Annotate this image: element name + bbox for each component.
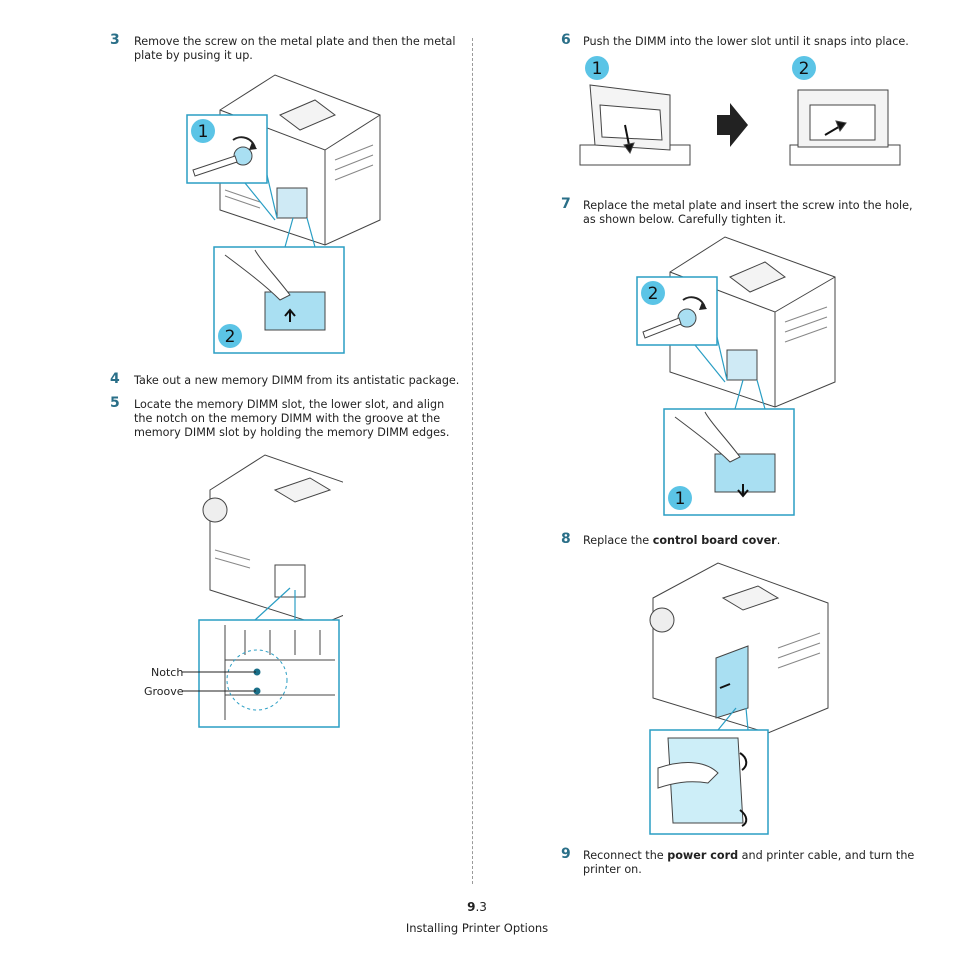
step-text: Locate the memory DIMM slot, the lower s… — [134, 398, 450, 439]
figure-replace-plate: 2 1 — [636, 236, 836, 516]
step-number: 9 — [561, 846, 571, 862]
figure-replace-cover — [649, 562, 829, 835]
callout-leader-lines — [182, 671, 256, 692]
printer-illustration — [649, 562, 829, 734]
step-text: Replace the metal plate and insert the s… — [583, 199, 913, 226]
step-number: 8 — [561, 531, 571, 547]
column-divider — [472, 38, 473, 884]
badge-2 — [218, 324, 242, 348]
svg-text:1: 1 — [592, 59, 603, 79]
notch-label: Notch — [151, 666, 184, 679]
step-number: 4 — [110, 371, 120, 387]
step-text: Take out a new memory DIMM from its anti… — [134, 374, 460, 387]
step-text: Replace the control board cover. — [583, 534, 781, 547]
step-text: Remove the screw on the metal plate and … — [134, 35, 456, 62]
svg-text:2: 2 — [799, 59, 810, 79]
step-number: 6 — [561, 32, 571, 48]
figure-remove-screw: 1 2 — [186, 74, 381, 354]
step-number: 5 — [110, 395, 120, 411]
figure-dimm-slot — [198, 454, 343, 728]
badge-1 — [191, 119, 215, 143]
printer-illustration — [202, 454, 343, 626]
badge-2 — [641, 281, 665, 305]
badge-2 — [792, 56, 816, 80]
page-number: 9.3 — [467, 900, 487, 914]
svg-text:2: 2 — [225, 327, 236, 347]
figure-push-dimm: 1 2 — [579, 56, 901, 166]
badge-1 — [585, 56, 609, 80]
step-number: 3 — [110, 32, 120, 48]
svg-text:1: 1 — [675, 489, 686, 509]
svg-text:1: 1 — [198, 122, 209, 142]
footer-title: Installing Printer Options — [405, 921, 549, 935]
badge-1 — [668, 486, 692, 510]
arrow-icon — [717, 103, 748, 147]
step-number: 7 — [561, 196, 571, 212]
step-text: Push the DIMM into the lower slot until … — [583, 35, 909, 48]
svg-text:2: 2 — [648, 284, 659, 304]
callout-box — [198, 619, 340, 728]
groove-label: Groove — [144, 685, 184, 698]
dimm-before — [579, 84, 691, 166]
dimm-after — [789, 89, 901, 166]
step-text: Reconnect the power cord and printer cab… — [583, 849, 915, 876]
